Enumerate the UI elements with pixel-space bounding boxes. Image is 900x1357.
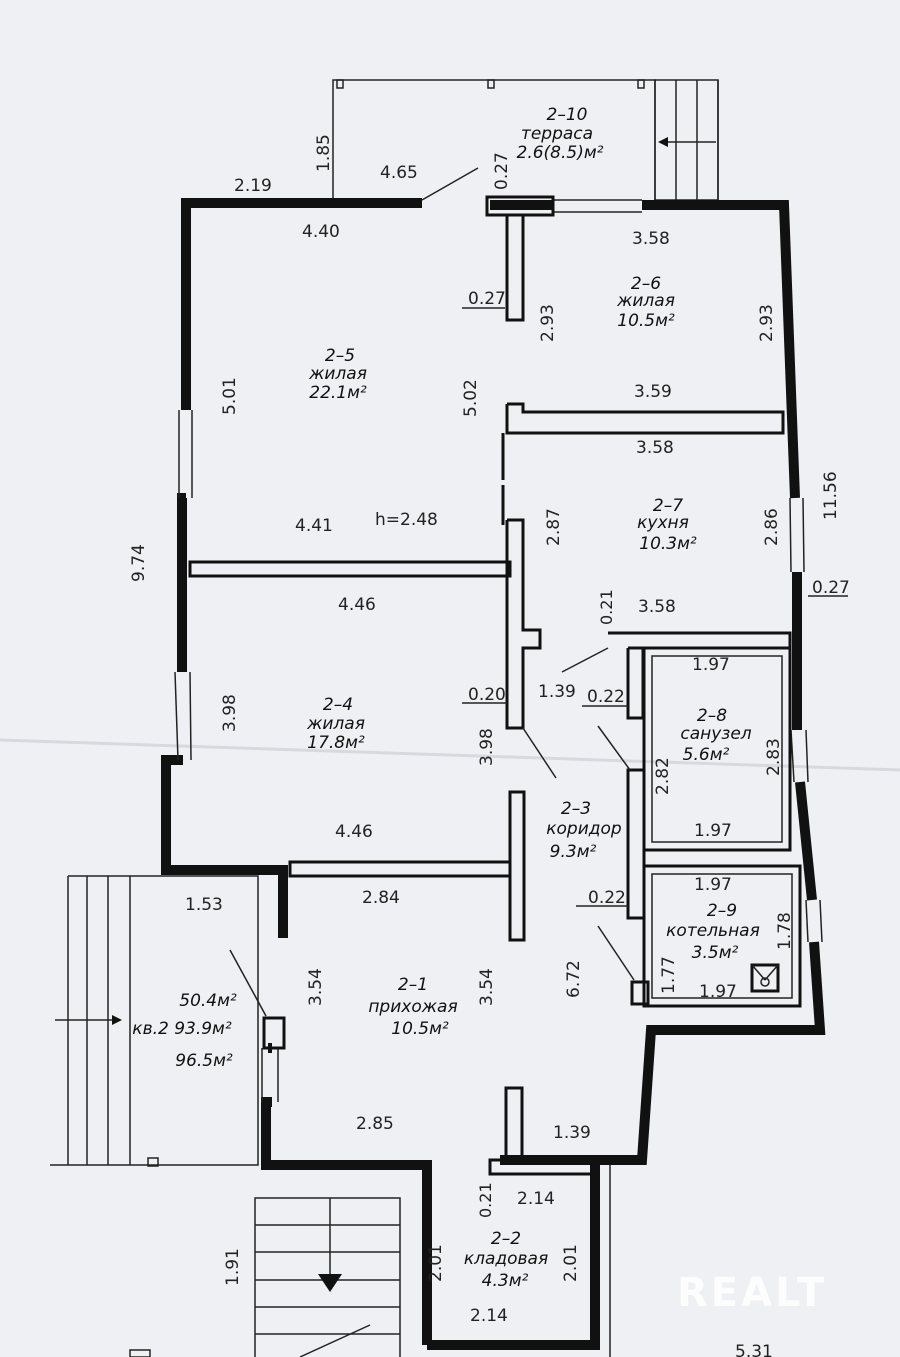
dim-2-93-b: 2.93: [757, 304, 777, 342]
room-2-6-name: жилая: [616, 291, 675, 311]
dim-5-01: 5.01: [220, 377, 240, 415]
dim-3-58-c: 3.58: [638, 597, 676, 617]
room-2-1-name: прихожая: [368, 997, 457, 1017]
room-2-3-name: коридор: [546, 819, 622, 839]
room-2-8-id: 2–8: [697, 706, 727, 726]
dim-0-22-a: 0.22: [587, 687, 625, 707]
paper-fold-line: [0, 738, 900, 772]
dim-4-41: 4.41: [295, 516, 333, 536]
dim-2-85: 2.85: [356, 1114, 394, 1134]
windows: [174, 199, 823, 1102]
room-2-5-id: 2–5: [325, 346, 355, 366]
summary-apartment-area: кв.2 93.9м²: [132, 1019, 232, 1039]
interior-walls: [188, 195, 802, 1176]
dim-1-85: 1.85: [314, 134, 334, 172]
outer-walls: [161, 198, 826, 1350]
dim-3-54-b: 3.54: [477, 968, 497, 1006]
dim-1-77: 1.77: [659, 956, 679, 994]
dim-0-20: 0.20: [468, 685, 506, 705]
room-2-6-id: 2–6: [631, 274, 661, 294]
dim-3-58-a: 3.58: [632, 229, 670, 249]
dim-2-86: 2.86: [762, 508, 782, 546]
dim-1-78: 1.78: [775, 912, 795, 950]
entrance-steps: [50, 875, 259, 1167]
dim-1-97-d: 1.97: [699, 982, 737, 1002]
room-2-3-id: 2–3: [561, 799, 591, 819]
dim-0-27-top: 0.27: [492, 152, 512, 190]
dim-2-01-a: 2.01: [426, 1244, 446, 1282]
door-swings: [229, 167, 635, 1017]
dim-2-14-b: 2.14: [470, 1306, 508, 1326]
dim-2-19: 2.19: [234, 176, 272, 196]
dim-1-97-b: 1.97: [694, 821, 732, 841]
room-2-8-area: 5.6м²: [683, 745, 730, 765]
dim-1-91: 1.91: [223, 1248, 243, 1286]
room-2-4-name: жилая: [306, 714, 365, 734]
dim-1-53: 1.53: [185, 895, 223, 915]
room-2-2-id: 2–2: [491, 1229, 521, 1249]
dim-2-87: 2.87: [544, 508, 564, 546]
room-2-7-name: кухня: [637, 513, 689, 533]
room-2-7-id: 2–7: [653, 496, 683, 516]
dim-4-46-b: 4.46: [335, 822, 373, 842]
dim-2-82: 2.82: [653, 757, 673, 795]
watermark-logo: REALT: [677, 1270, 827, 1316]
room-2-10-id: 2–10: [547, 105, 588, 125]
lower-stairs: [129, 1165, 611, 1357]
room-2-2-area: 4.3м²: [482, 1271, 529, 1291]
dim-3-98-b: 3.98: [477, 728, 497, 766]
room-2-1-area: 10.5м²: [391, 1019, 449, 1039]
dim-0-27-mid: 0.27: [468, 289, 506, 309]
ceiling-height: h=2.48: [375, 510, 438, 530]
room-2-3-area: 9.3м²: [550, 842, 597, 862]
room-2-2-name: кладовая: [464, 1249, 548, 1269]
dim-2-01-b: 2.01: [561, 1244, 581, 1282]
terrace-steps: [654, 79, 719, 201]
room-2-9-area: 3.5м²: [692, 943, 739, 963]
dim-2-84: 2.84: [362, 888, 400, 908]
dim-2-14-a: 2.14: [517, 1189, 555, 1209]
dim-4-40: 4.40: [302, 222, 340, 242]
room-2-10-name: терраса: [521, 124, 593, 144]
room-2-6-area: 10.5м²: [617, 311, 675, 331]
dim-3-98-a: 3.98: [220, 694, 240, 732]
room-2-1-id: 2–1: [398, 975, 428, 995]
dim-2-93-a: 2.93: [538, 304, 558, 342]
room-2-5-area: 22.1м²: [309, 383, 367, 403]
dim-3-59: 3.59: [634, 382, 672, 402]
dim-1-39-b: 1.39: [553, 1123, 591, 1143]
dim-0-21-a: 0.21: [597, 589, 616, 625]
summary-total-area: 96.5м²: [175, 1051, 233, 1071]
dim-1-97-a: 1.97: [692, 655, 730, 675]
room-2-10-area: 2.6(8.5)м²: [517, 143, 604, 163]
room-2-4-area: 17.8м²: [307, 733, 365, 753]
room-2-9-name: котельная: [666, 921, 760, 941]
dim-5-31: 5.31: [735, 1342, 773, 1357]
dimension-leaders: [462, 307, 848, 907]
dim-4-65: 4.65: [380, 163, 418, 183]
room-2-5-name: жилая: [308, 364, 367, 384]
room-2-8-name: санузел: [680, 724, 751, 744]
dim-9-74: 9.74: [129, 544, 149, 582]
summary-living-area: 50.4м²: [179, 991, 237, 1011]
dim-11-56: 11.56: [821, 471, 841, 520]
room-2-4-id: 2–4: [323, 695, 353, 715]
dim-3-54-a: 3.54: [306, 968, 326, 1006]
dim-5-02: 5.02: [461, 379, 481, 417]
boiler-symbol: [750, 963, 780, 993]
room-2-9-id: 2–9: [707, 901, 737, 921]
dim-0-22-b: 0.22: [588, 888, 626, 908]
dim-0-27-right: 0.27: [812, 578, 850, 598]
dim-4-46-a: 4.46: [338, 595, 376, 615]
room-2-7-area: 10.3м²: [639, 534, 697, 554]
dim-1-97-c: 1.97: [694, 875, 732, 895]
dim-6-72: 6.72: [564, 960, 584, 998]
dim-0-21-b: 0.21: [476, 1182, 495, 1218]
dim-3-58-b: 3.58: [636, 438, 674, 458]
dim-1-39-a: 1.39: [538, 682, 576, 702]
dim-2-83: 2.83: [764, 738, 784, 776]
